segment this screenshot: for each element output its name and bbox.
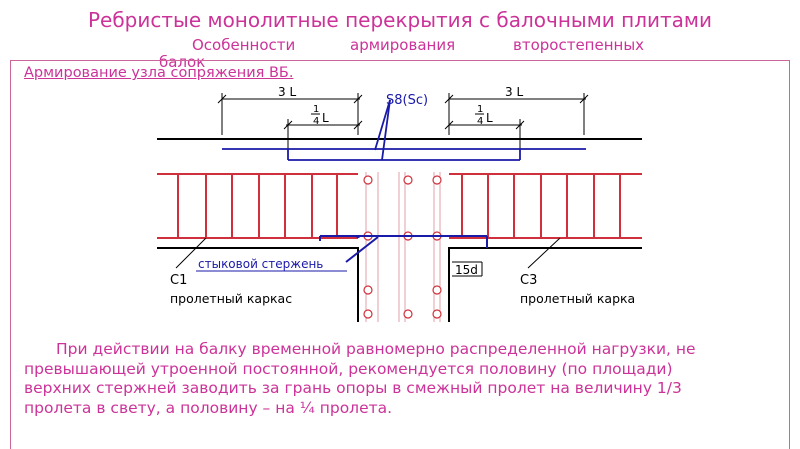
top-bars bbox=[222, 99, 586, 161]
subtitle-word-4: балок bbox=[159, 53, 206, 71]
beam-outline bbox=[157, 247, 642, 322]
c1-label: С1 bbox=[170, 273, 187, 288]
joint-bar bbox=[319, 235, 488, 263]
leader-lines bbox=[175, 237, 561, 269]
cage-left bbox=[157, 173, 358, 239]
rebar-mark-label: S8(Sc) bbox=[386, 93, 428, 108]
main-beam-cage bbox=[365, 172, 441, 322]
subtitle-word-2: армирования bbox=[350, 36, 456, 54]
quarter-num-left: 1 bbox=[313, 104, 319, 115]
subtitle-word-1: Особенности bbox=[192, 36, 296, 54]
c1-caption: пролетный каркас bbox=[170, 291, 292, 306]
anchor-label: 15d bbox=[455, 263, 478, 277]
joint-bar-label: стыковой стержень bbox=[198, 257, 323, 271]
quarter-L-right: L bbox=[486, 111, 493, 125]
quarter-den-right: 4 bbox=[477, 116, 483, 127]
body-paragraph: При действии на балку временной равномер… bbox=[24, 340, 724, 418]
c3-label: С3 bbox=[520, 273, 537, 288]
main-beam-bars bbox=[363, 175, 442, 319]
cage-right bbox=[449, 173, 642, 239]
content-frame bbox=[10, 60, 790, 449]
quarter-num-right: 1 bbox=[477, 104, 483, 115]
quarter-L-left: L bbox=[322, 111, 329, 125]
dim-label-left: 3 L bbox=[278, 85, 296, 99]
quarter-den-left: 4 bbox=[313, 116, 319, 127]
subtitle-word-3: второстепенных bbox=[513, 36, 645, 54]
c3-caption: пролетный карка bbox=[520, 291, 635, 306]
page-title: Ребристые монолитные перекрытия с балочн… bbox=[87, 8, 712, 32]
section-label: Армирование узла сопряжения ВБ. bbox=[24, 65, 294, 81]
dim-label-right: 3 L bbox=[505, 85, 523, 99]
body-text: При действии на балку временной равномер… bbox=[24, 340, 696, 417]
anchor-dimension bbox=[452, 261, 483, 277]
